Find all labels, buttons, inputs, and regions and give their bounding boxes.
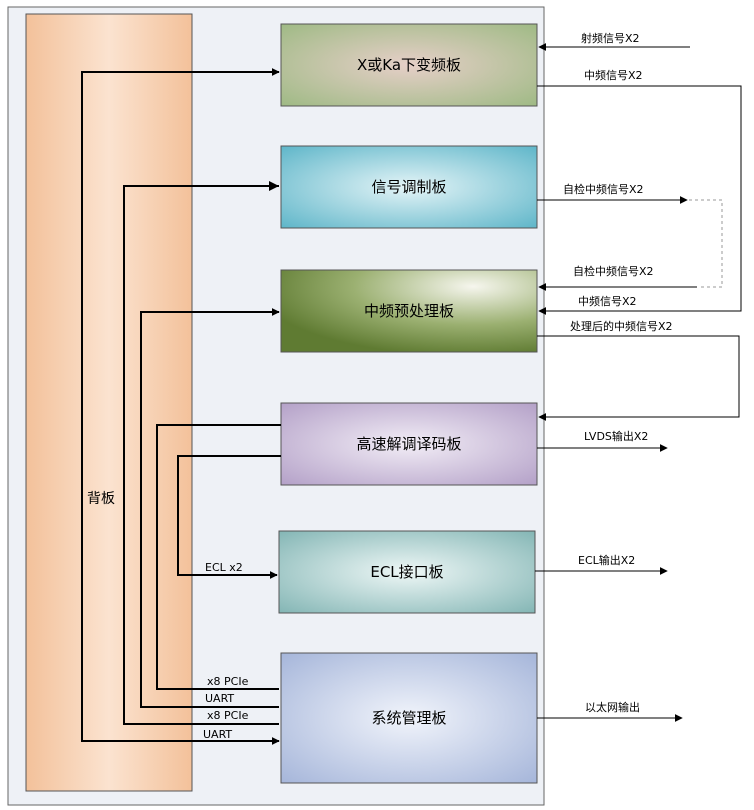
label-lvds-out: LVDS输出X2 [584, 429, 648, 443]
label-selftest-in: 自检中频信号X2 [573, 264, 654, 278]
bus-line-decoder-1 [156, 424, 281, 690]
board-if-preprocessing-label: 中频预处理板 [364, 302, 454, 320]
label-rf-in: 射频信号X2 [581, 31, 640, 45]
bus-line-downconverter [81, 68, 280, 745]
board-ecl-interface-label: ECL接口板 [370, 563, 443, 581]
bus-line-decoder-2 [177, 455, 281, 579]
board-system-management[interactable]: 系统管理板 [280, 652, 538, 784]
label-selftest-out: 自检中频信号X2 [563, 182, 644, 196]
signal-line-if-loop [537, 85, 742, 315]
board-signal-modulation[interactable]: 信号调制板 [280, 145, 538, 229]
bus-label-uart-1: UART [205, 692, 234, 705]
label-ecl-out: ECL输出X2 [578, 553, 635, 567]
label-processed-if: 处理后的中频信号X2 [570, 319, 673, 333]
selftest-loopback-dashed [689, 199, 723, 288]
board-downconverter-label: X或Ka下变频板 [357, 56, 461, 74]
board-signal-modulation-label: 信号调制板 [371, 178, 446, 196]
board-decoder[interactable]: 高速解调译码板 [280, 402, 538, 486]
backplane [25, 13, 193, 792]
bus-label-pcie-1: x8 PCIe [207, 675, 249, 688]
bus-label-pcie-2: x8 PCIe [207, 709, 249, 722]
bus-label-ecl-x2: ECL x2 [205, 561, 243, 574]
signal-line-processed-if [537, 335, 740, 421]
bus-line-modulation [123, 185, 279, 725]
label-if-in: 中频信号X2 [578, 294, 637, 308]
board-decoder-label: 高速解调译码板 [356, 435, 461, 453]
label-if-out-top: 中频信号X2 [584, 68, 643, 82]
board-ecl-interface[interactable]: ECL接口板 [278, 530, 536, 614]
bus-label-uart-2: UART [203, 728, 232, 741]
arrowhead-modulation [269, 181, 279, 191]
bus-line-if-preprocessing [140, 308, 280, 708]
label-ethernet-out: 以太网输出 [585, 700, 640, 714]
board-system-management-label: 系统管理板 [371, 709, 446, 727]
board-if-preprocessing[interactable]: 中频预处理板 [280, 269, 538, 353]
board-downconverter[interactable]: X或Ka下变频板 [280, 23, 538, 107]
backplane-label: 背板 [87, 491, 115, 507]
